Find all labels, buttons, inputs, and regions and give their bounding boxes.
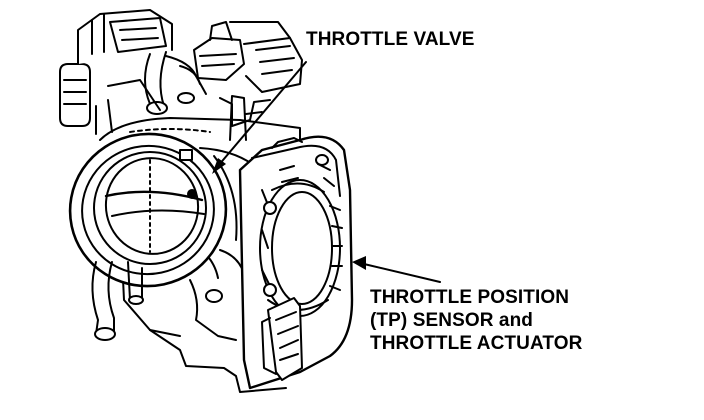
throttle-valve-bore — [68, 132, 253, 288]
leader-line-tp-sensor — [363, 263, 441, 283]
tp-sensor-label: THROTTLE POSITION (TP) SENSOR and THROTT… — [370, 286, 582, 355]
tp-sensor-label-line-3: THROTTLE ACTUATOR — [370, 333, 583, 354]
upper-connector-assembly — [59, 9, 303, 135]
lower-tube — [91, 261, 144, 341]
leader-lines — [212, 61, 441, 283]
arrowhead-throttle-valve — [212, 158, 226, 174]
arrowhead-tp-sensor — [352, 256, 366, 270]
tp-sensor-label-line-2: (TP) SENSOR and — [370, 310, 534, 331]
throttle-valve-label: THROTTLE VALVE — [306, 29, 475, 50]
leader-line-throttle-valve — [217, 61, 307, 167]
tp-sensor-label-line-1: THROTTLE POSITION — [370, 287, 570, 308]
tp-sensor-actuator-housing — [238, 135, 354, 390]
